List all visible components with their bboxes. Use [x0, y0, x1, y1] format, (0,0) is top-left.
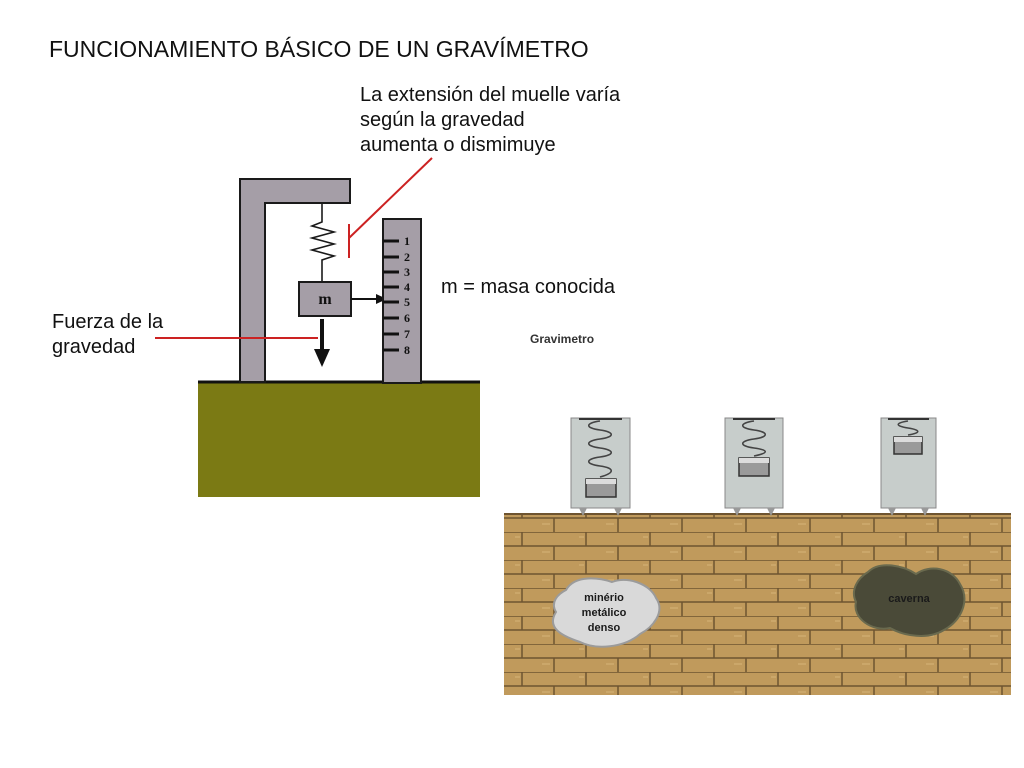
- scale-number-2: 2: [404, 250, 410, 264]
- gravimeter-frame: [239, 178, 351, 383]
- pointer-arrow-icon: [376, 294, 387, 304]
- scale-number-1: 1: [404, 234, 410, 248]
- spring-annotation: La extensión del muelle varía según la g…: [360, 83, 620, 158]
- mass-symbol: m: [318, 291, 332, 308]
- spring-icon: [587, 420, 613, 478]
- gravimetro-label: Gravimetro: [530, 332, 595, 346]
- gravimeter-instrument-1: [570, 417, 631, 516]
- mass-annotation: m = masa conocida: [441, 276, 615, 298]
- spring-leader-line: [348, 157, 433, 239]
- spring-icon: [741, 420, 767, 457]
- spring-annotation-line-2: según la gravedad: [360, 109, 525, 131]
- gravimeter-instrument-3: [880, 417, 937, 516]
- gravity-force-line-2: gravedad: [52, 336, 136, 358]
- scale-number-4: 4: [404, 280, 410, 294]
- spring-icon: [897, 420, 919, 436]
- scale-number-8: 8: [404, 343, 410, 357]
- gravity-force-line-1: Fuerza de la: [52, 311, 164, 333]
- page-title: FUNCIONAMIENTO BÁSICO DE UN GRAVÍMETRO: [49, 36, 589, 62]
- mass-block: [298, 281, 352, 317]
- spring-icon: [308, 204, 338, 282]
- spring-annotation-line-1: La extensión del muelle varía: [360, 84, 621, 106]
- scale-number-6: 6: [404, 311, 410, 325]
- scale-ticks: [383, 239, 399, 352]
- ore-label-line-3: denso: [588, 622, 621, 634]
- scale-number-3: 3: [404, 265, 410, 279]
- gravity-arrow-icon: [314, 349, 330, 367]
- dense-ore-body: [552, 577, 661, 648]
- scale-number-5: 5: [404, 295, 410, 309]
- cavern-label: caverna: [888, 593, 930, 605]
- spring-annotation-line-3: aumenta o dismimuye: [360, 134, 556, 156]
- ore-label-line-2: metálico: [582, 607, 627, 619]
- cavern: [852, 564, 966, 637]
- gravimeter-instrument-2: [724, 417, 784, 516]
- gravity-force-annotation: Fuerza de la gravedad: [52, 310, 163, 360]
- ground-block: [198, 383, 480, 497]
- scale-number-7: 7: [404, 327, 410, 341]
- ore-label-line-1: minério: [584, 592, 624, 604]
